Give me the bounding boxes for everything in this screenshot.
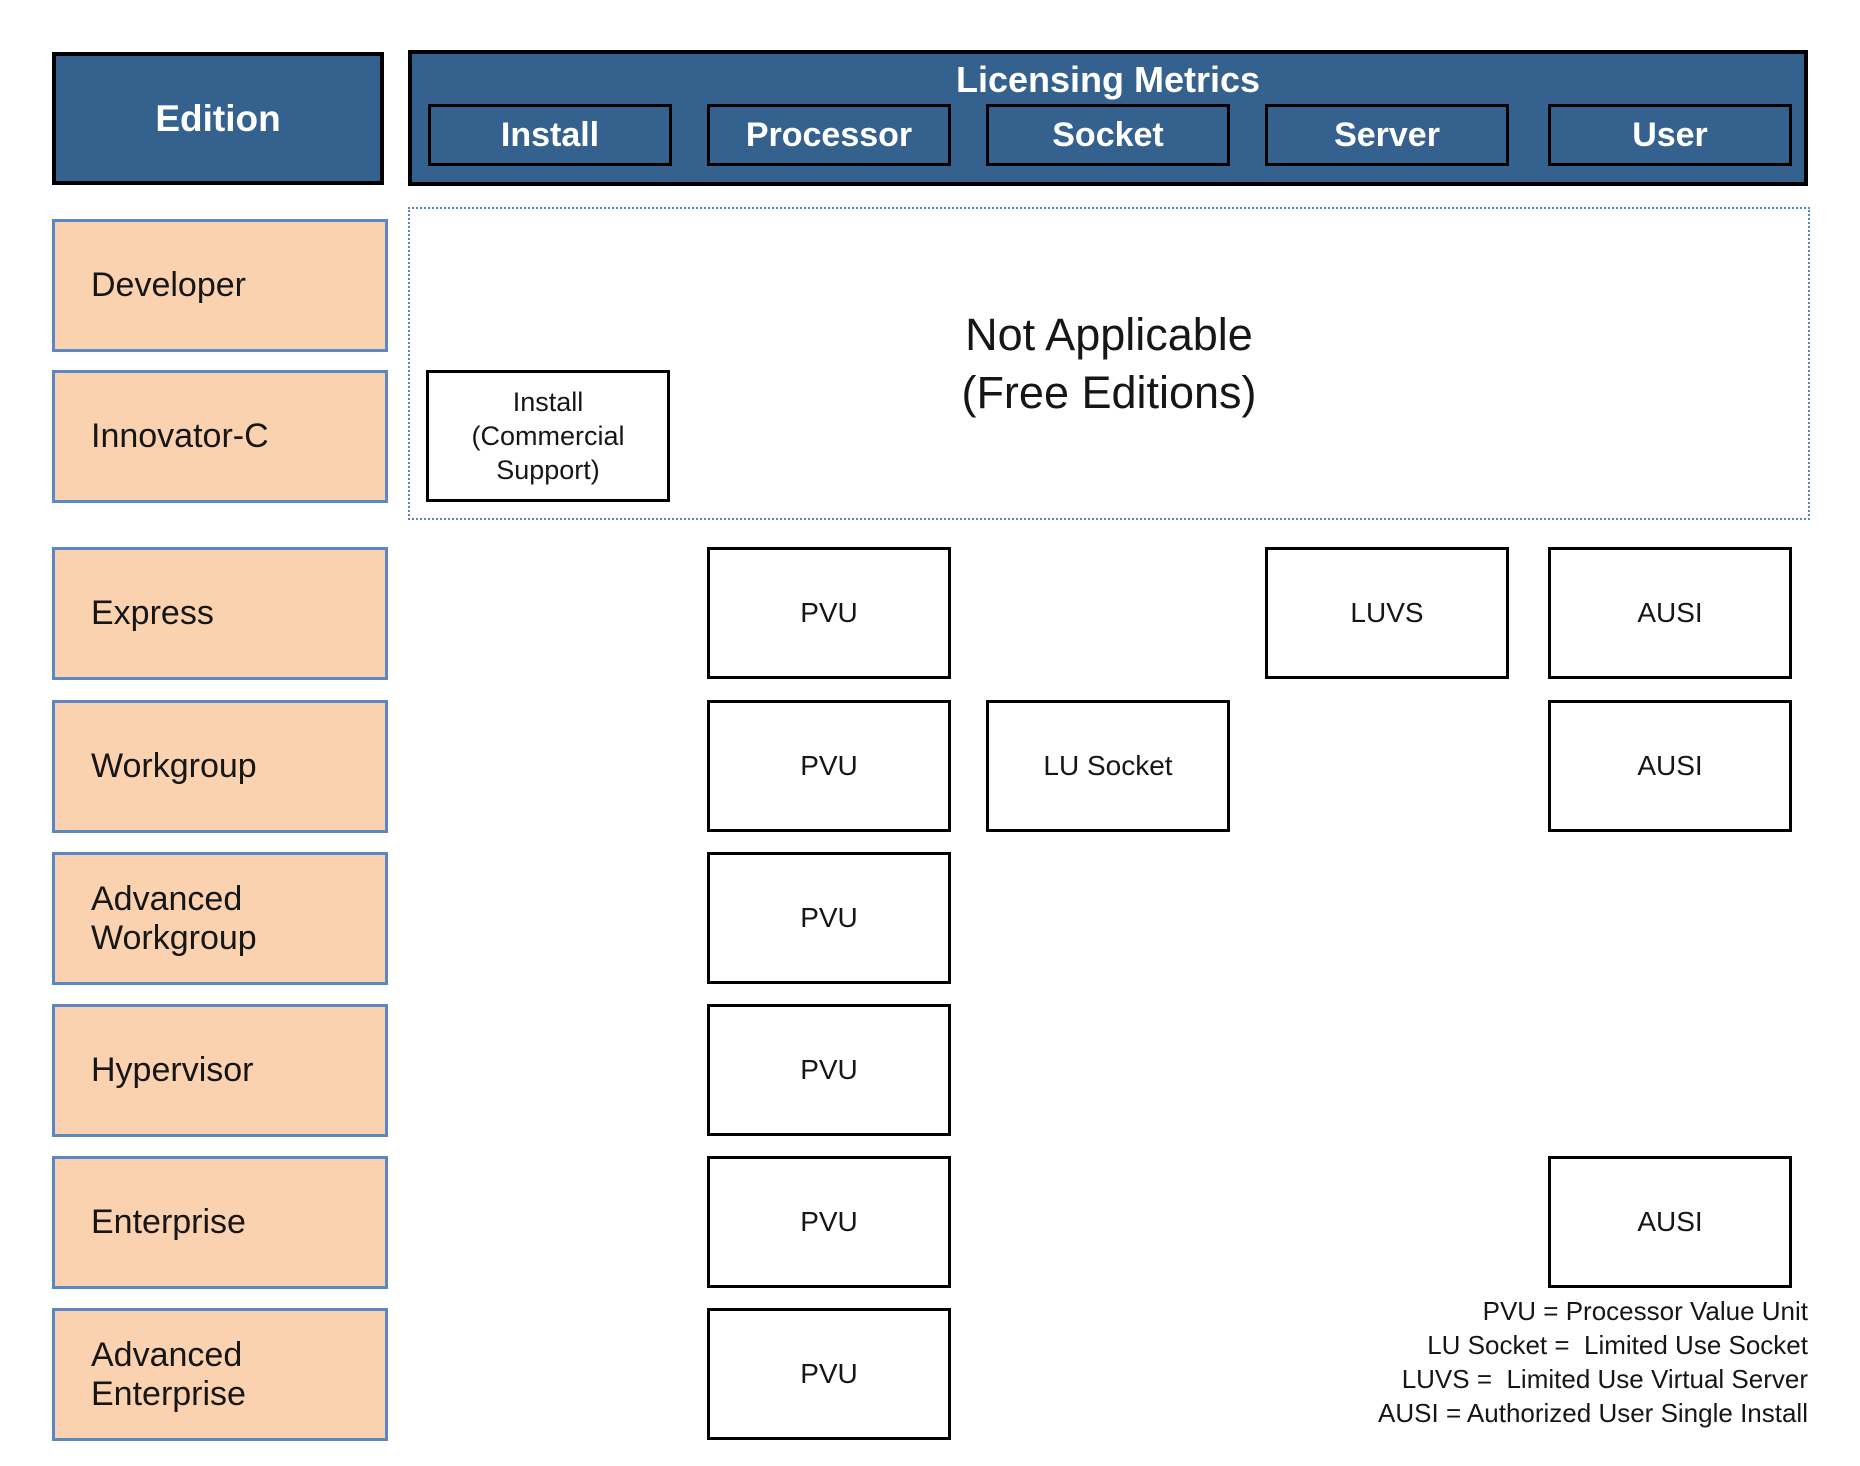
cell-label: Install (Commercial Support) (471, 386, 625, 485)
cell-label: PVU (800, 597, 858, 628)
cell-hypervisor-processor-pvu: PVU (707, 1004, 951, 1136)
column-header-socket: Socket (986, 104, 1230, 166)
cell-label: LU Socket (1043, 750, 1173, 781)
edition-box-hypervisor: Hypervisor (52, 1004, 388, 1137)
cell-label: PVU (800, 750, 858, 781)
cell-workgroup-socket-lu-socket: LU Socket (986, 700, 1230, 832)
edition-label: Advanced Enterprise (91, 1336, 246, 1413)
cell-enterprise-processor-pvu: PVU (707, 1156, 951, 1288)
edition-box-express: Express (52, 547, 388, 680)
legend-line-luvs: LUVS = Limited Use Virtual Server (1401, 1364, 1808, 1394)
edition-box-advanced-workgroup: Advanced Workgroup (52, 852, 388, 985)
cell-workgroup-processor-pvu: PVU (707, 700, 951, 832)
edition-column-header: Edition (52, 52, 384, 185)
cell-label: PVU (800, 1206, 858, 1237)
column-header-user: User (1548, 104, 1792, 166)
legend-line-pvu: PVU = Processor Value Unit (1482, 1296, 1808, 1326)
licensing-metrics-header-bar: Licensing Metrics Install Processor Sock… (408, 50, 1808, 186)
cell-express-user-ausi: AUSI (1548, 547, 1792, 679)
edition-label: Workgroup (91, 747, 257, 786)
cell-label: LUVS (1350, 597, 1424, 628)
legend-line-lu-socket: LU Socket = Limited Use Socket (1427, 1330, 1808, 1360)
column-header-install: Install (428, 104, 672, 166)
edition-label: Advanced Workgroup (91, 880, 257, 957)
edition-box-enterprise: Enterprise (52, 1156, 388, 1289)
column-header-processor: Processor (707, 104, 951, 166)
legend: PVU = Processor Value Unit LU Socket = L… (1378, 1294, 1808, 1430)
edition-box-developer: Developer (52, 219, 388, 352)
edition-box-workgroup: Workgroup (52, 700, 388, 833)
edition-header-label: Edition (155, 97, 281, 139)
not-applicable-label: Not Applicable (Free Editions) (961, 308, 1257, 418)
column-header-server: Server (1265, 104, 1509, 166)
edition-label: Hypervisor (91, 1051, 254, 1090)
cell-workgroup-user-ausi: AUSI (1548, 700, 1792, 832)
not-applicable-region: Not Applicable (Free Editions) (408, 207, 1810, 520)
edition-label: Innovator-C (91, 417, 269, 456)
licensing-metrics-title: Licensing Metrics (955, 59, 1261, 100)
cell-enterprise-user-ausi: AUSI (1548, 1156, 1792, 1288)
cell-innovator-c-install: Install (Commercial Support) (426, 370, 670, 502)
cell-label: PVU (800, 1054, 858, 1085)
edition-label: Express (91, 594, 214, 633)
legend-line-ausi: AUSI = Authorized User Single Install (1378, 1398, 1808, 1428)
cell-label: AUSI (1637, 750, 1703, 781)
cell-label: AUSI (1637, 597, 1703, 628)
edition-box-advanced-enterprise: Advanced Enterprise (52, 1308, 388, 1441)
cell-advanced-enterprise-processor-pvu: PVU (707, 1308, 951, 1440)
edition-box-innovator-c: Innovator-C (52, 370, 388, 503)
cell-advanced-workgroup-processor-pvu: PVU (707, 852, 951, 984)
cell-express-server-luvs: LUVS (1265, 547, 1509, 679)
edition-label: Developer (91, 266, 246, 305)
edition-label: Enterprise (91, 1203, 246, 1242)
cell-label: AUSI (1637, 1206, 1703, 1237)
cell-express-processor-pvu: PVU (707, 547, 951, 679)
cell-label: PVU (800, 902, 858, 933)
cell-label: PVU (800, 1358, 858, 1389)
